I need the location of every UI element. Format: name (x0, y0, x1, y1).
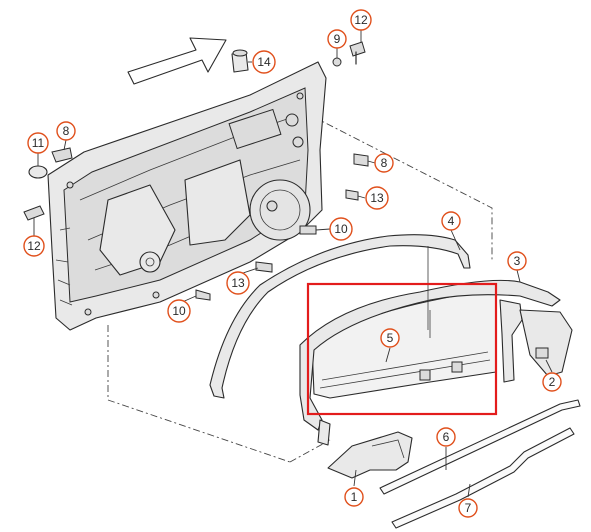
svg-text:10: 10 (172, 304, 186, 318)
svg-text:2: 2 (549, 375, 556, 389)
svg-text:4: 4 (448, 214, 455, 228)
svg-text:8: 8 (381, 156, 388, 170)
callout-11: 11 (27, 132, 49, 154)
door-inner-panel (47, 61, 327, 331)
svg-text:3: 3 (514, 254, 521, 268)
window-frame (299, 279, 573, 446)
svg-text:5: 5 (387, 331, 394, 345)
svg-text:13: 13 (231, 276, 245, 290)
callout-8-left: 8 (56, 121, 76, 141)
callout-4: 4 (441, 211, 461, 231)
mounting-bracket (327, 431, 413, 479)
callout-10-bottom: 10 (167, 299, 191, 323)
svg-text:7: 7 (465, 501, 472, 515)
callout-12-top: 12 (350, 9, 372, 31)
callout-13-right: 13 (365, 186, 389, 210)
callout-12-left: 12 (23, 235, 45, 257)
svg-text:13: 13 (370, 191, 384, 205)
callout-3: 3 (507, 251, 527, 271)
callout-1: 1 (344, 487, 364, 507)
svg-text:9: 9 (334, 32, 341, 46)
svg-text:14: 14 (257, 55, 271, 69)
hardware-parts (23, 41, 369, 301)
direction-arrow (127, 37, 227, 85)
callout-2: 2 (542, 372, 562, 392)
window-glass (311, 289, 497, 399)
svg-text:6: 6 (443, 430, 450, 444)
callout-6: 6 (436, 427, 456, 447)
svg-text:1: 1 (351, 490, 358, 504)
callout-14: 14 (252, 50, 276, 74)
callout-5: 5 (380, 328, 400, 348)
callout-10-right: 10 (329, 217, 353, 241)
callout-13-bottom: 13 (226, 271, 250, 295)
svg-text:10: 10 (334, 222, 348, 236)
highlight-box (306, 282, 498, 416)
callout-7: 7 (458, 498, 478, 518)
svg-text:12: 12 (27, 239, 41, 253)
svg-text:11: 11 (32, 136, 45, 150)
frame-strip (209, 234, 471, 399)
svg-text:12: 12 (354, 13, 368, 27)
seal-strip-inner (379, 399, 581, 495)
svg-text:8: 8 (63, 124, 70, 138)
callout-8-right: 8 (374, 153, 394, 173)
seal-strip-outer (391, 427, 575, 529)
callout-9: 9 (327, 29, 347, 49)
